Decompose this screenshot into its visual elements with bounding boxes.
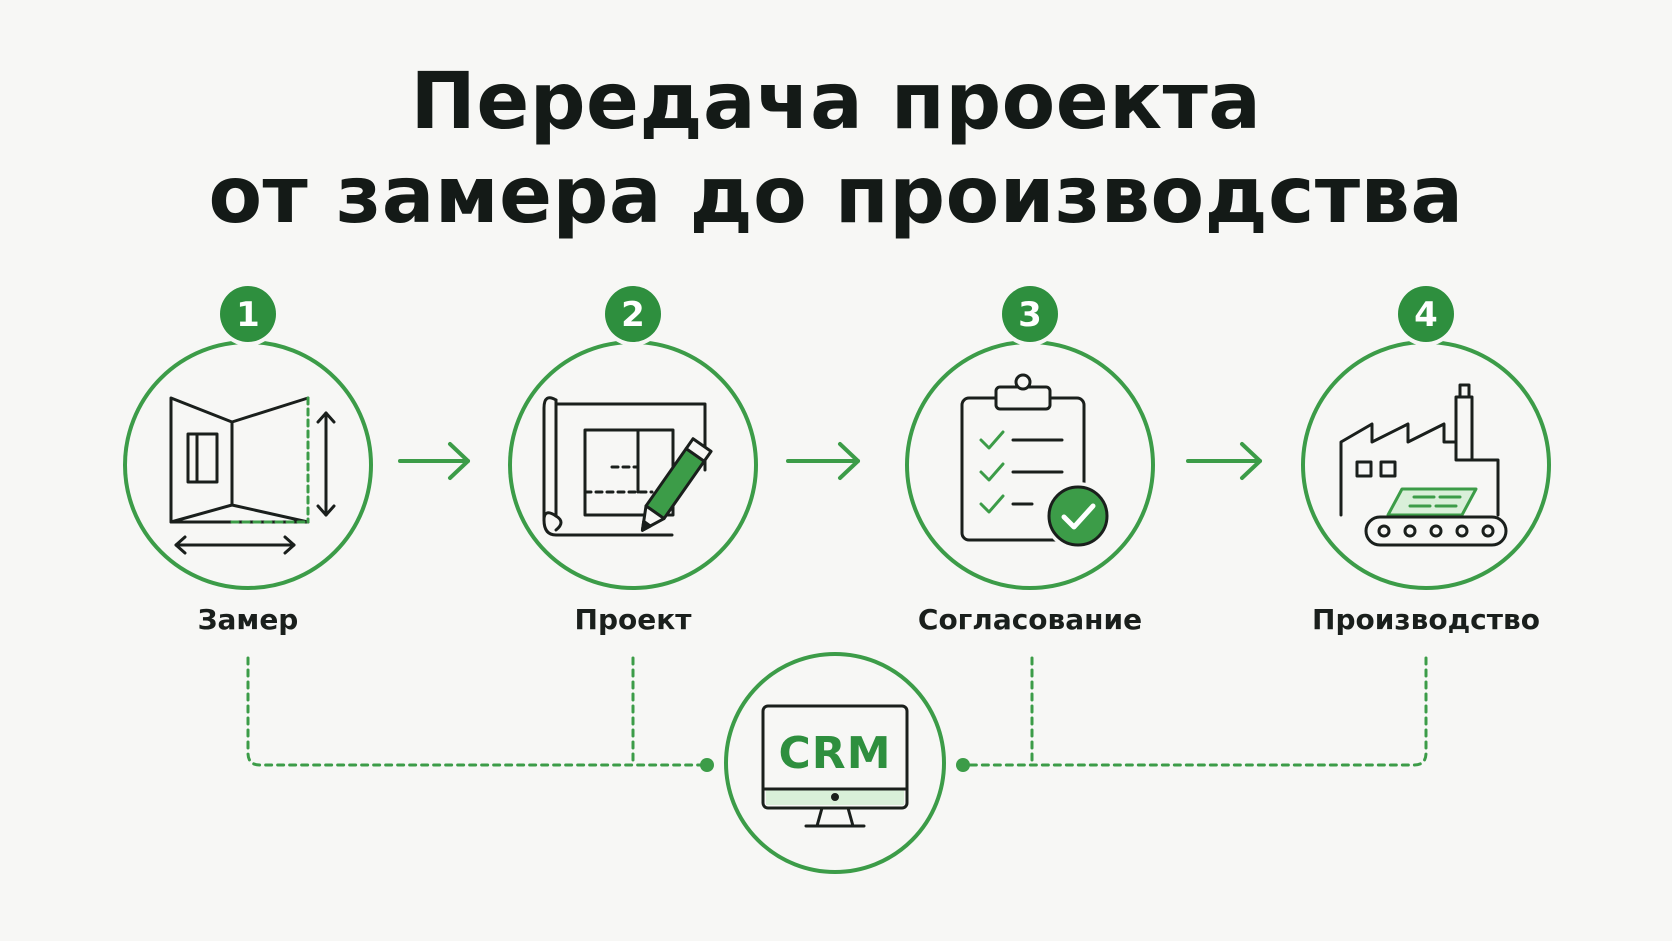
- title-line-2: от замера до производства: [208, 151, 1464, 241]
- crm-label: CRM: [779, 728, 892, 779]
- step-1-label: Замер: [198, 603, 299, 636]
- connector-step-1: [246, 656, 706, 767]
- crm-connectors: [246, 656, 1428, 767]
- connector-step-4: [964, 656, 1428, 767]
- step-2-label: Проект: [575, 603, 693, 636]
- step-3-number: 3: [1018, 295, 1042, 335]
- step-4-label: Производство: [1312, 603, 1540, 636]
- arrow-right-icon: [786, 442, 860, 480]
- check-circle-icon: [1044, 482, 1112, 550]
- step-4-badge: [1398, 286, 1454, 342]
- step-2: 2 Проект: [508, 282, 758, 636]
- connector-dot-left: [700, 758, 714, 772]
- step-2-number: 2: [621, 295, 645, 335]
- room-measure-icon: [169, 396, 336, 555]
- step-4-number: 4: [1414, 295, 1438, 335]
- step-3: 3 Согласование: [905, 282, 1155, 636]
- arrow-right-icon: [398, 442, 470, 480]
- step-1-badge: [220, 286, 276, 342]
- monitor-icon: [761, 704, 909, 828]
- title-line-1: Передача проекта: [410, 57, 1262, 147]
- crm-hub-ring: [724, 652, 946, 874]
- factory-conveyor-icon: [1339, 383, 1508, 547]
- step-2-badge: [605, 286, 661, 342]
- clipboard-checklist-icon: [960, 373, 1086, 542]
- connector-dot-right: [956, 758, 970, 772]
- step-1: 1 Замер: [123, 282, 373, 636]
- step-2-ring: [508, 340, 758, 590]
- step-1-number: 1: [236, 295, 260, 335]
- step-3-label: Согласование: [918, 603, 1142, 636]
- step-1-ring: [123, 340, 373, 590]
- crm-hub: CRM: [724, 652, 946, 874]
- step-4: 4 Производство: [1301, 282, 1551, 636]
- arrow-right-icon: [1186, 442, 1262, 480]
- blueprint-pencil-icon: [542, 396, 713, 537]
- step-3-badge: [1002, 286, 1058, 342]
